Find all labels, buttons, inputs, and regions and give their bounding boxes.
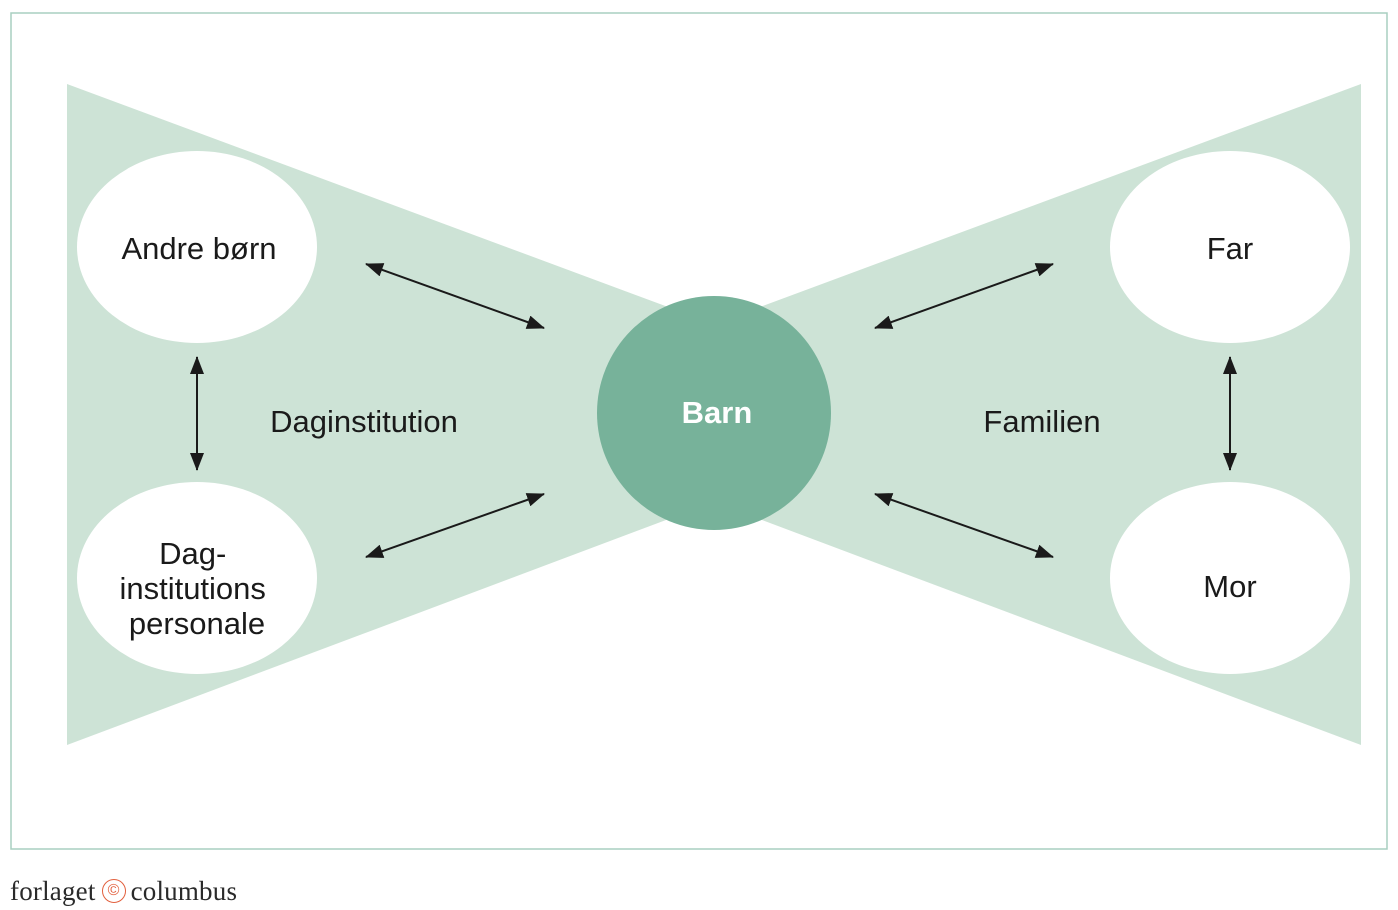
- publisher-logo: forlaget © columbus: [10, 873, 237, 909]
- node-andre-boern: [77, 151, 317, 343]
- node-daginstitutions-personale-label: Dag- institutions personale: [119, 536, 274, 641]
- publisher-name-left: forlaget: [10, 875, 96, 906]
- node-far-label: Far: [1207, 231, 1254, 266]
- region-label-daginstitution: Daginstitution: [270, 404, 458, 439]
- center-node-barn: [597, 296, 831, 530]
- center-node-label: Barn: [682, 395, 753, 430]
- publisher-copyright-icon: ©: [101, 879, 126, 903]
- region-label-familien: Familien: [983, 404, 1100, 439]
- arrow-mor-barn: [874, 493, 1054, 558]
- node-mor: [1110, 482, 1350, 674]
- node-far: [1110, 151, 1350, 343]
- arrow-far-barn: [874, 263, 1054, 329]
- node-daginstitutions-personale: [77, 482, 317, 674]
- arrow-personale-barn: [365, 493, 545, 558]
- publisher-name-right: columbus: [130, 875, 238, 906]
- arrow-andre-boern-barn: [365, 263, 545, 329]
- node-mor-label: Mor: [1203, 569, 1256, 604]
- node-andre-boern-label: Andre børn: [121, 231, 276, 266]
